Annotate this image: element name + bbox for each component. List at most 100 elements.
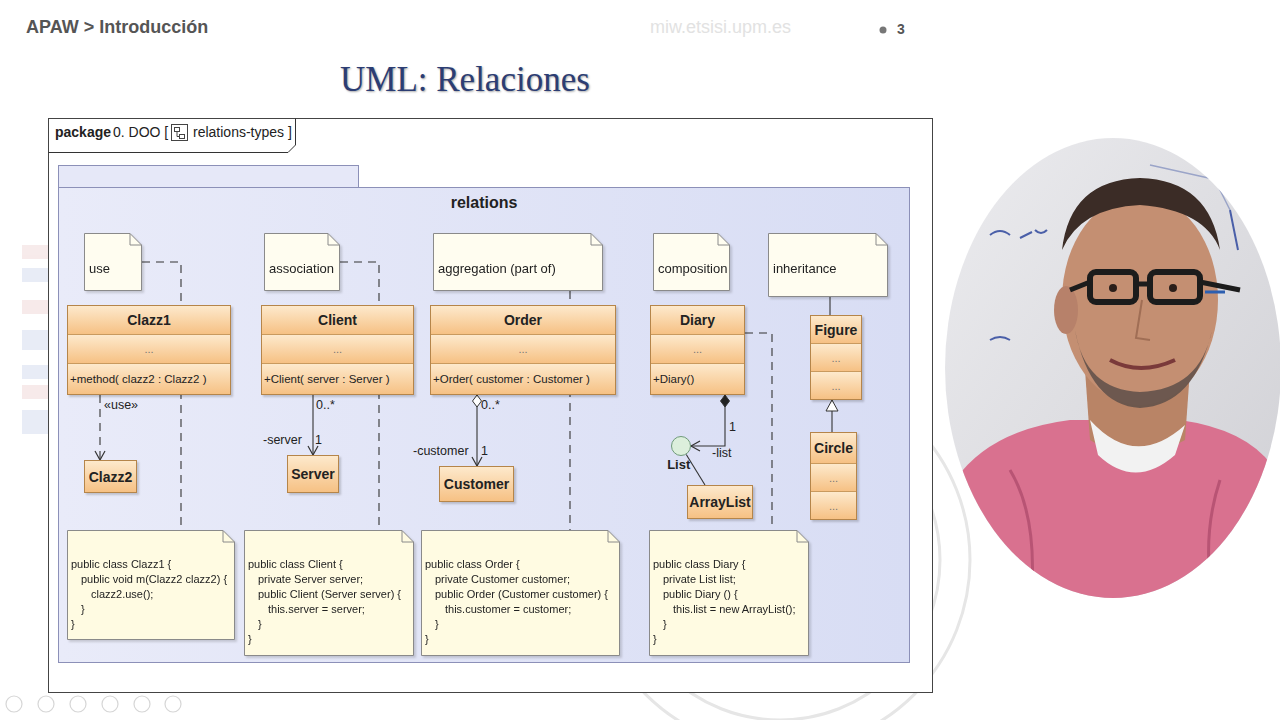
class-box: Figure...... [810,315,862,400]
connector-line [745,333,772,530]
composition-arrow [691,395,730,451]
code-line: } [653,632,796,647]
code-line: public Order (Customer customer) { [435,587,608,602]
code-line: public Client (Server server) { [258,587,401,602]
class-compartment: Order [431,306,615,334]
note-text-line: association [269,261,334,277]
note-box: inheritance [768,233,888,297]
composition-diamond [721,395,730,407]
class-placeholder: ... [829,500,838,512]
class-compartment: ... [651,334,744,363]
connector-line [312,395,313,455]
multiplicity-label: -customer [413,444,469,458]
note-fold [223,531,235,543]
frame-heading: 0. DOO [ [113,124,168,140]
code-text: public class Clazz1 {public void m(Clazz… [71,557,227,632]
class-name: ArrayList [689,494,750,510]
interface-name: List [667,457,690,472]
slide-header-text: miw.etsisi.upm.es [650,17,791,38]
note-anchor [830,297,831,315]
class-placeholder: ... [144,343,153,355]
class-box: Clazz1...+method( clazz2 : Clazz2 ) [67,305,231,395]
class-operation: +Client( server : Server ) [264,373,390,385]
arrow-head [691,441,700,451]
note-box: use [84,233,142,291]
class-box: Circle...... [810,432,857,520]
connector-line [829,297,830,315]
note-anchor [142,262,181,530]
class-compartment: +Diary() [651,363,744,394]
aggregation-diamond [473,395,482,407]
class-placeholder: ... [831,380,840,392]
class-box: Customer [439,466,514,502]
class-compartment: ... [811,491,856,519]
note-fold [591,234,603,246]
multiplicity-label: 0..* [481,398,500,412]
multiplicity-label: -server [263,433,302,447]
multiplicity-label: 1 [315,433,322,447]
code-line: private Customer customer; [435,572,608,587]
class-compartment: Clazz2 [85,461,136,492]
connector-line [340,262,379,530]
code-line: private Server server; [258,572,401,587]
class-compartment: Diary [651,306,744,334]
connector-line [99,395,100,460]
class-compartment: ... [262,334,413,363]
generalization-arrow [826,400,838,432]
slide-title: UML: Relaciones [340,60,590,100]
code-line: } [663,617,796,632]
note-text: use [89,261,110,277]
arrow-head [308,446,318,455]
note-shape [654,234,730,291]
class-box: Client... +Client( server : Server ) [261,305,414,395]
code-line: } [425,632,608,647]
connector-line [142,262,181,530]
code-text: public class Diary {private List list;pu… [653,557,796,647]
code-line: } [81,602,227,617]
package-name: relations [59,194,909,212]
note-box: aggregation (part of) [433,233,603,291]
code-text: public class Order {private Customer cus… [425,557,608,647]
code-note: public class Client {private Server serv… [244,530,414,656]
note-text: aggregation (part of) [438,261,556,277]
slide-header-text: APAW > Introducción [26,17,208,38]
multiplicity-label: 1 [481,444,488,458]
note-fold [328,234,340,246]
multiplicity-label: 1 [729,420,736,434]
note-text: inheritance [773,261,837,277]
note-text-line: use [89,261,110,277]
slide-bullet [880,27,887,34]
code-line: public class Order { [425,557,608,572]
arrow-head [472,457,482,466]
note-shape [769,234,888,297]
note-box: association [264,233,340,291]
class-name: Client [318,312,357,328]
realization-line [686,455,705,485]
class-name: Figure [815,322,858,338]
arrow-head [95,451,105,460]
note-shape [245,531,414,656]
note-fold [608,531,620,543]
class-box: Server [287,455,339,493]
note-shape [650,531,809,656]
connector-line [686,455,705,485]
note-text-line: inheritance [773,261,837,277]
class-compartment: ... [811,463,856,491]
note-shape [68,531,235,640]
aggregation-arrow [472,395,482,466]
connector-line [691,395,725,446]
code-line: } [248,632,401,647]
lollipop-circle [671,436,691,456]
stereotype-label: «use» [104,398,138,412]
code-line: private List list; [663,572,796,587]
class-placeholder: ... [831,352,840,364]
class-box: ArrayList [687,485,753,519]
note-shape [434,234,603,291]
class-placeholder: ... [693,343,702,355]
class-compartment: +Client( server : Server ) [262,363,413,394]
code-line: public Diary () { [663,587,796,602]
slide-header-text: 3 [897,21,905,37]
class-placeholder: ... [829,472,838,484]
class-name: Clazz1 [127,312,171,328]
class-name: Server [291,466,335,482]
